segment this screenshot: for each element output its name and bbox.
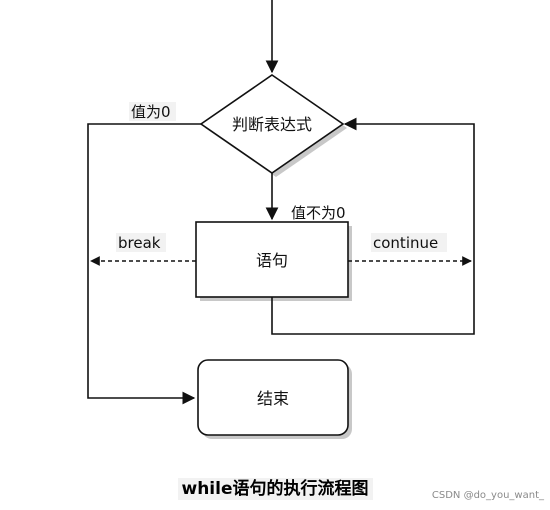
zero-exit-line — [87, 123, 201, 405]
end-box — [197, 359, 349, 436]
end-label: 结束 — [257, 389, 289, 408]
statement-label: 语句 — [256, 251, 288, 270]
nonzero-label: 值不为0 — [291, 204, 346, 222]
statement-box — [195, 221, 349, 298]
continue-label: continue — [373, 234, 438, 252]
loop-back-line — [271, 117, 475, 335]
figure-caption: while语句的执行流程图 — [0, 474, 550, 500]
zero-label-bg — [129, 102, 176, 121]
continue-label-bg — [371, 233, 447, 252]
nonzero-label-bg — [289, 203, 355, 222]
break-label: break — [118, 234, 161, 252]
watermark: CSDN @do_you_want_ — [431, 490, 544, 501]
figure-caption-text: while语句的执行流程图 — [177, 478, 373, 500]
condition-label: 判断表达式 — [232, 115, 312, 134]
zero-label: 值为0 — [131, 103, 171, 121]
break-label-bg — [116, 233, 166, 252]
